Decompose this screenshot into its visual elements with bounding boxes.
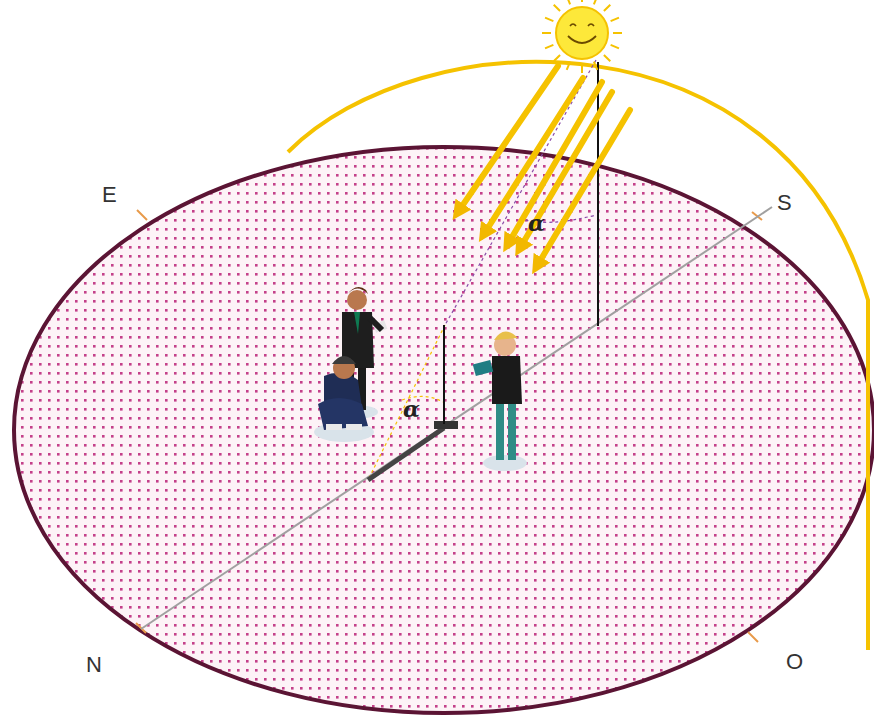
shadow <box>368 428 444 480</box>
person-crouching <box>314 356 374 442</box>
ground-ellipse <box>14 147 874 713</box>
sun-ray-line <box>445 60 596 325</box>
compass-label: N <box>86 654 102 676</box>
shadow-ray-line <box>368 325 445 480</box>
angle-label: α <box>528 212 545 234</box>
sun <box>542 0 622 73</box>
compass-label: S <box>777 192 792 214</box>
sun-rays <box>458 66 630 266</box>
person-with-tablet <box>473 331 527 471</box>
gnomon-base <box>434 421 458 429</box>
angle-label: α <box>403 398 420 420</box>
reference-pole <box>597 62 599 326</box>
sun-path <box>288 62 868 650</box>
compass-label: O <box>786 651 803 673</box>
north-south-line <box>141 207 772 629</box>
compass-ticks <box>136 210 762 642</box>
gnomon <box>443 325 445 424</box>
compass-label: E <box>102 184 117 206</box>
